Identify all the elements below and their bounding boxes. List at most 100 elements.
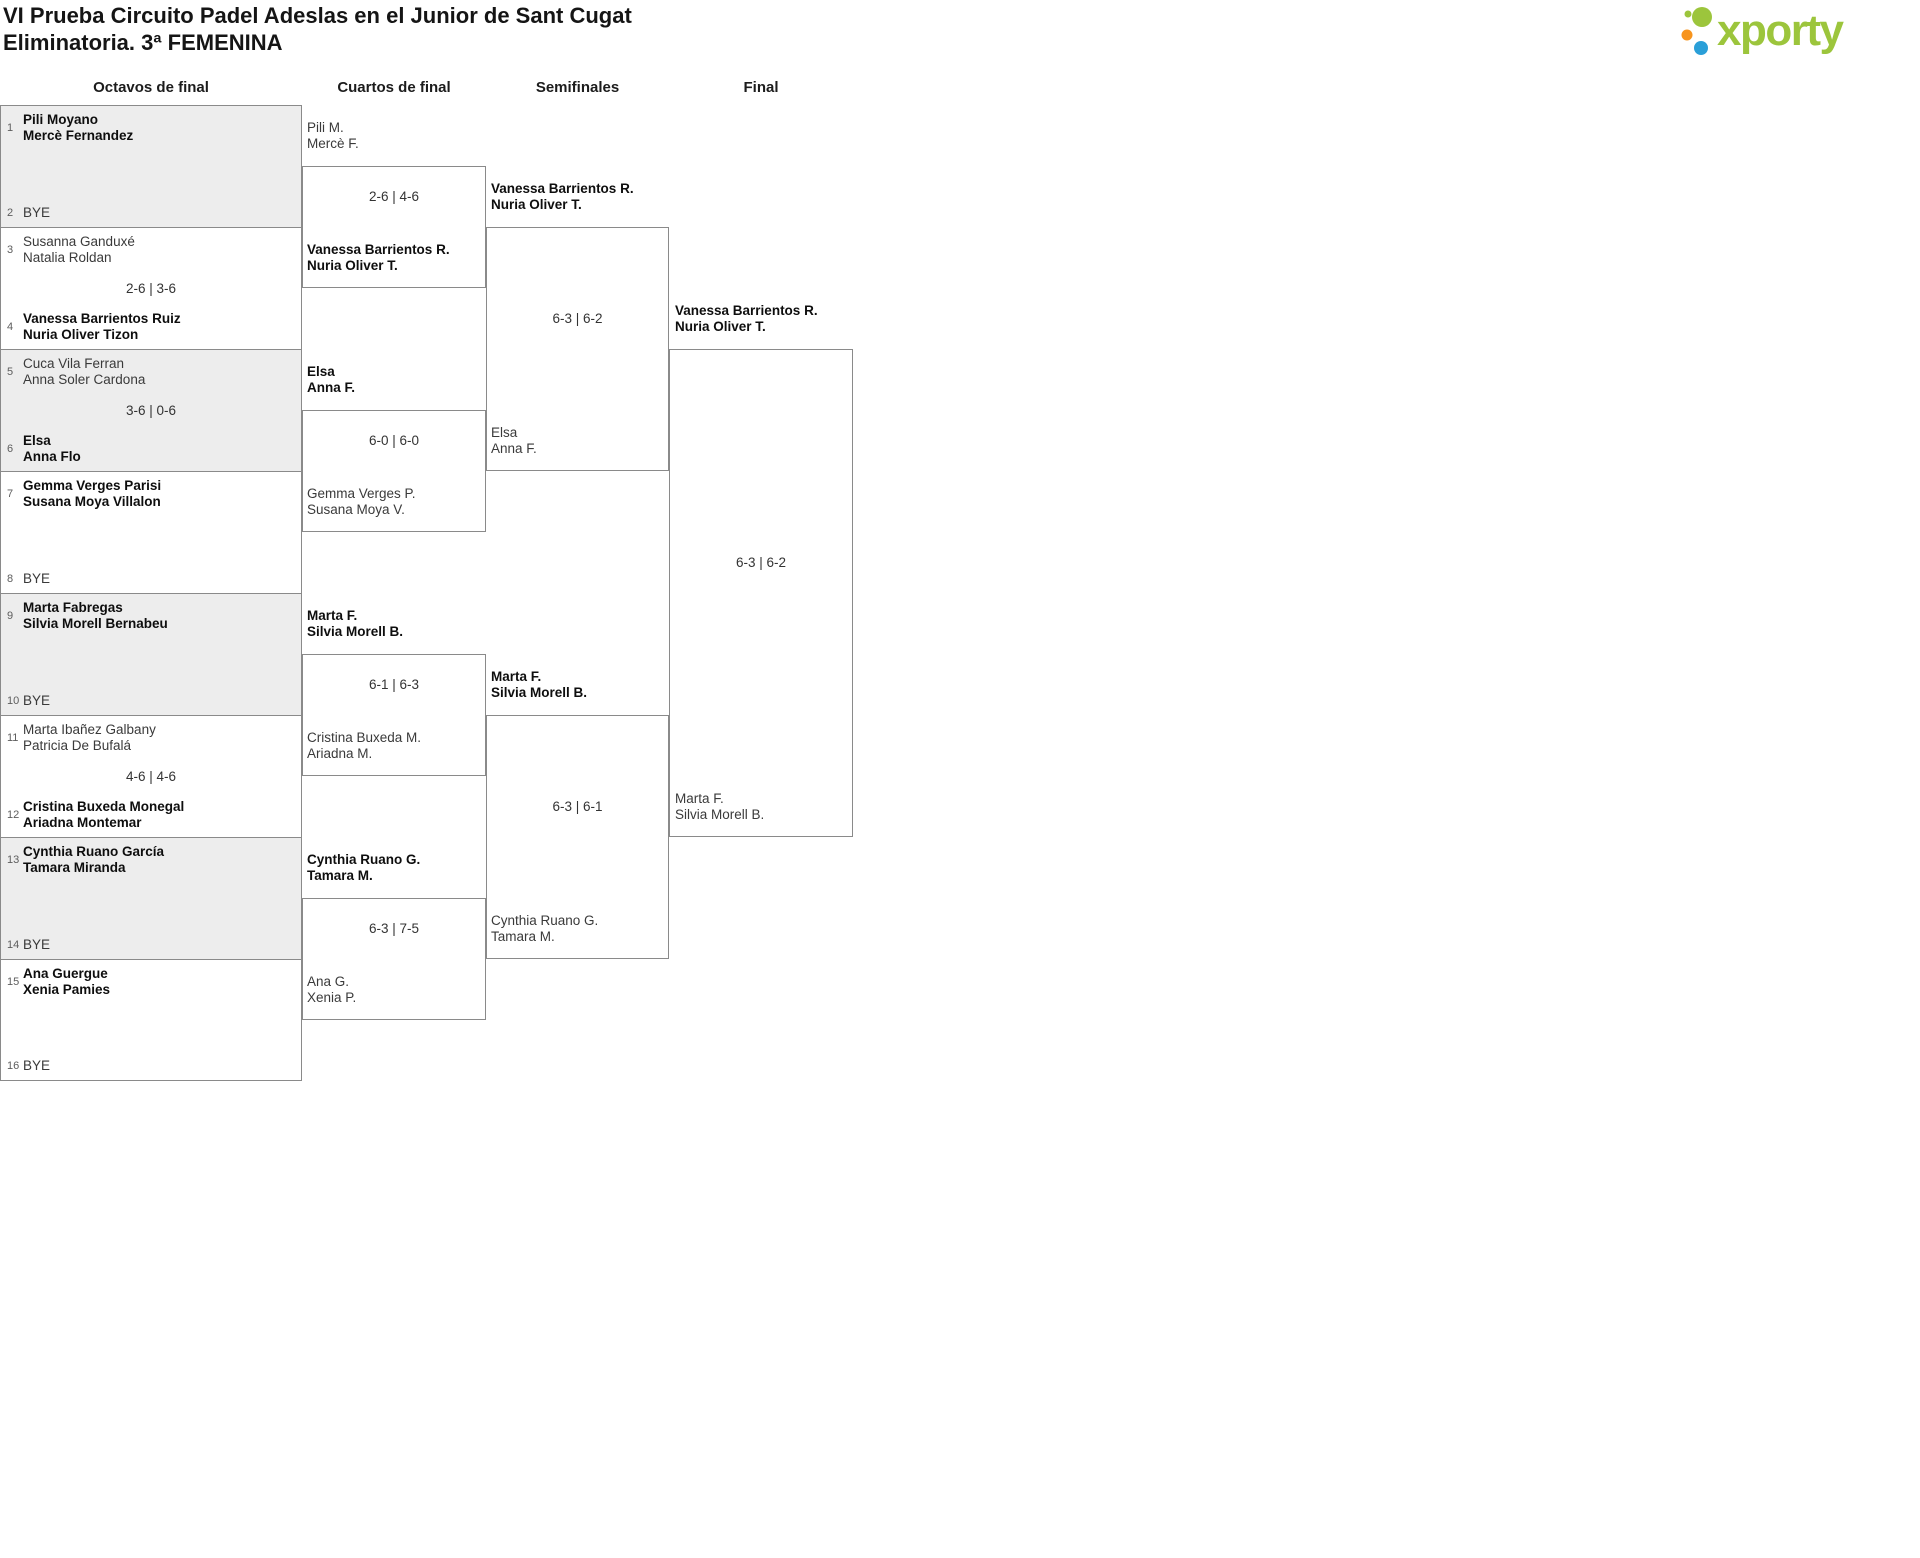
player-1: Marta Fabregas [23,600,123,615]
player-1: BYE [23,571,51,586]
final-match-box [669,349,853,837]
sf-m2-bottom-team: Cynthia Ruano G. Tamara M. [491,913,598,945]
player-2: Nuria Oliver T. [675,319,766,334]
r16-m1-bottom-team: 2 BYE [5,205,50,221]
r16-m8-bottom-team: 16 BYE [5,1058,50,1074]
player-1: Cynthia Ruano García [23,844,165,859]
seed-label: 13 [7,854,20,866]
player-1: Ana G. [307,974,350,989]
player-2: Mercè Fernandez [23,128,134,143]
player-1: Vanessa Barrientos R. [307,242,450,257]
seed-label: 6 [7,443,14,455]
r16-m5-top-team: 9 Marta Fabregas Silvia Morell Bernabeu [5,600,168,632]
match-score: 4-6 | 4-6 [125,769,177,784]
player-2: Anna Soler Cardona [23,372,146,387]
player-1: Marta F. [491,669,542,684]
xporty-logo[interactable]: xporty [1680,4,1844,58]
team-names: Marta Ibañez Galbany Patricia De Bufalá [23,722,156,754]
r16-m7-bottom-team: 14 BYE [5,937,50,953]
qf-match-1-box [302,166,486,288]
round-header-final: Final [743,79,779,96]
seed-label: 3 [7,244,14,256]
r16-m7-top-team: 13 Cynthia Ruano García Tamara Miranda [5,844,164,876]
player-1: Cynthia Ruano G. [491,913,599,928]
r16-match-8: 15 Ana Guergue Xenia Pamies 16 BYE [0,959,302,1081]
qf-m2-top-team: Elsa Anna F. [307,364,355,396]
player-1: Gemma Verges P. [307,486,416,501]
final-score: 6-3 | 6-2 [735,555,787,570]
player-2: Nuria Oliver T. [491,197,582,212]
seed-label: 9 [7,610,14,622]
r16-m4-top-team: 7 Gemma Verges Parisi Susana Moya Villal… [5,478,161,510]
player-1: Gemma Verges Parisi [23,478,162,493]
player-2: Xenia P. [307,990,357,1005]
round-header-semifinales: Semifinales [535,79,620,96]
title-line1: VI Prueba Circuito Padel Adeslas en el J… [3,3,632,28]
team-names: Cynthia Ruano García Tamara Miranda [23,844,164,876]
team-names: Vanessa Barrientos Ruiz Nuria Oliver Tiz… [23,311,181,343]
team-names: Gemma Verges Parisi Susana Moya Villalon [23,478,161,510]
qf-m1-score: 2-6 | 4-6 [368,189,420,204]
seed-label: 5 [7,366,14,378]
team-names: BYE [23,693,50,709]
qf-m1-bottom-team: Vanessa Barrientos R. Nuria Oliver T. [307,242,450,274]
player-2: Susana Moya Villalon [23,494,161,509]
team-names: Susanna Ganduxé Natalia Roldan [23,234,135,266]
r16-match-6: 11 Marta Ibañez Galbany Patricia De Bufa… [0,715,302,837]
r16-m8-top-team: 15 Ana Guergue Xenia Pamies [5,966,110,998]
team-names: BYE [23,205,50,221]
qf-m3-top-team: Marta F. Silvia Morell B. [307,608,403,640]
player-2: Silvia Morell B. [307,624,404,639]
seed-label: 7 [7,488,14,500]
qf-match-3-box [302,654,486,776]
player-2: Silvia Morell B. [675,807,765,822]
qf-m1-top-team: Pili M. Mercè F. [307,120,359,152]
player-2: Tamara M. [307,868,373,883]
player-2: Tamara M. [491,929,555,944]
r16-match-3: 5 Cuca Vila Ferran Anna Soler Cardona 3-… [0,349,302,471]
seed-label: 15 [7,976,20,988]
sf-m1-top-team: Vanessa Barrientos R. Nuria Oliver T. [491,181,634,213]
player-2: Anna F. [491,441,537,456]
round-header-cuartos: Cuartos de final [337,79,451,96]
r16-m3-bottom-team: 6 Elsa Anna Flo [5,433,81,465]
qf-m2-score: 6-0 | 6-0 [368,433,420,448]
team-names: BYE [23,571,50,587]
final-bottom-team: Marta F. Silvia Morell B. [675,791,764,823]
team-names: Cuca Vila Ferran Anna Soler Cardona [23,356,145,388]
player-1: Marta F. [307,608,358,623]
xporty-logo-text: xporty [1717,6,1844,55]
r16-match-7: 13 Cynthia Ruano García Tamara Miranda 1… [0,837,302,959]
player-1: Cristina Buxeda Monegal [23,799,185,814]
player-1: Marta F. [675,791,724,806]
sf-m1-bottom-team: Elsa Anna F. [491,425,537,457]
player-2: Patricia De Bufalá [23,738,132,753]
team-names: Cristina Buxeda Monegal Ariadna Montemar [23,799,184,831]
player-2: Susana Moya V. [307,502,405,517]
r16-match-5: 9 Marta Fabregas Silvia Morell Bernabeu … [0,593,302,715]
player-2: Xenia Pamies [23,982,111,997]
team-names: BYE [23,937,50,953]
r16-m6-bottom-team: 12 Cristina Buxeda Monegal Ariadna Monte… [5,799,184,831]
player-1: BYE [23,937,51,952]
seed-label: 2 [7,207,14,219]
player-1: Marta Ibañez Galbany [23,722,156,737]
qf-m4-bottom-team: Ana G. Xenia P. [307,974,356,1006]
player-1: Elsa [307,364,335,379]
player-1: Cynthia Ruano G. [307,852,421,867]
player-1: BYE [23,205,51,220]
player-2: Mercè F. [307,136,359,151]
player-1: Elsa [491,425,518,440]
player-2: Ariadna Montemar [23,815,142,830]
player-1: Vanessa Barrientos R. [491,181,634,196]
player-1: BYE [23,693,51,708]
player-1: Ana Guergue [23,966,108,981]
player-2: Anna Flo [23,449,81,464]
round-header-octavos: Octavos de final [93,79,209,96]
player-2: Tamara Miranda [23,860,126,875]
qf-m4-score: 6-3 | 7-5 [368,921,420,936]
team-names: Pili Moyano Mercè Fernandez [23,112,133,144]
qf-m2-bottom-team: Gemma Verges P. Susana Moya V. [307,486,416,518]
seed-label: 10 [7,695,20,707]
r16-m5-bottom-team: 10 BYE [5,693,50,709]
